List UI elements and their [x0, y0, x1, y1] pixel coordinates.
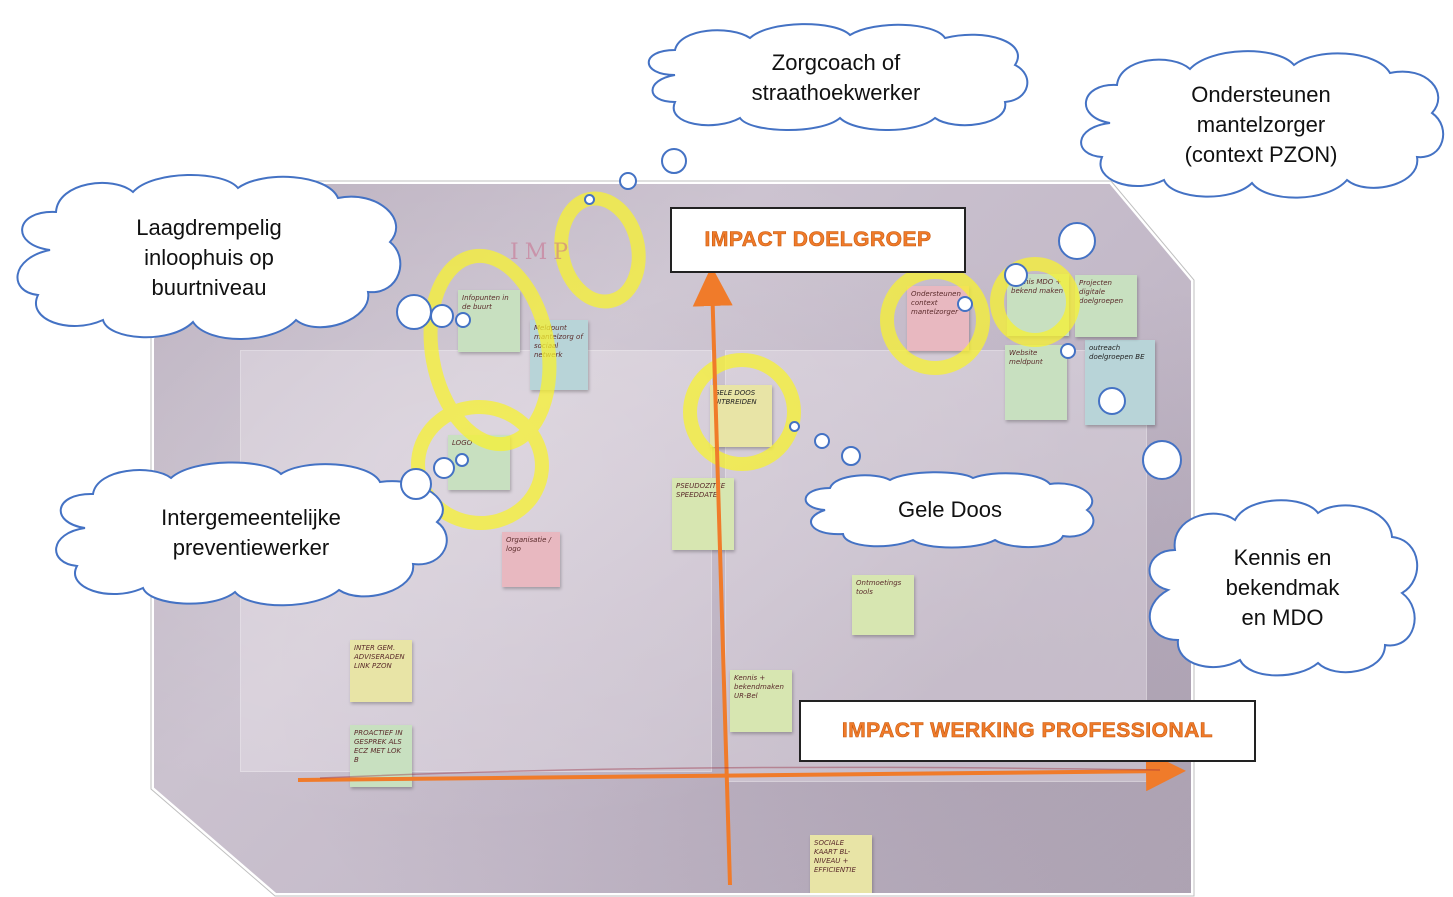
sticky-note: INTER GEM. ADVISERADEN LINK PZON [350, 640, 412, 702]
faint-handwriting: IMP [510, 240, 575, 265]
thought-bubble [396, 294, 432, 330]
sticky-note: PROACTIEF IN GESPREK ALS ECZ MET LOK B [350, 725, 412, 787]
thought-bubble [1004, 263, 1028, 287]
thought-bubble [400, 468, 432, 500]
thought-bubble [1058, 222, 1096, 260]
thought-bubble [814, 433, 830, 449]
thought-bubble [584, 194, 595, 205]
thought-bubble [1060, 343, 1076, 359]
thought-bubble [1098, 387, 1126, 415]
sticky-note: Projecten digitale doelgroepen [1075, 275, 1137, 337]
cloud-shape [55, 461, 448, 607]
cloud-text: Intergemeentelijke preventiewerker [161, 505, 341, 560]
thought-bubble [957, 296, 973, 312]
cloud-text: Zorgcoach of straathoekwerker [751, 49, 921, 105]
cloud-mantelzorger: Ondersteunen mantelzorger (context PZON) [1072, 45, 1450, 205]
sticky-note: Website meldpunt [1005, 345, 1067, 420]
sticky-note: Meldpunt mantelzorg of sociaal netwerk [530, 320, 588, 390]
cloud-shape [1148, 499, 1419, 677]
sticky-note: PSEUDOZITSE SPEEDDATE [672, 478, 734, 550]
thought-bubble [455, 453, 469, 467]
thought-bubble [430, 304, 454, 328]
thought-bubble [455, 312, 471, 328]
thought-bubble [789, 421, 800, 432]
cloud-text: Gele Doos [898, 497, 1002, 522]
cloud-shape [647, 23, 1029, 131]
cloud-text: Ondersteunen mantelzorger (context PZON) [1184, 82, 1338, 167]
cloud-shape [1080, 50, 1445, 199]
thought-bubble [1142, 440, 1182, 480]
thought-bubble [619, 172, 637, 190]
cloud-zorgcoach: Zorgcoach of straathoekwerker [635, 20, 1037, 135]
cloud-kennis: Kennis en bekendmak en MDO [1140, 495, 1425, 680]
sticky-note: Ontmoetings tools [852, 575, 914, 635]
cloud-inloophuis: Laagdrempelig inloophuis op buurtniveau [8, 170, 410, 345]
sticky-note: Kennis + bekendmaken UR-Bel [730, 670, 792, 732]
sticky-note: GELE DOOS UITBREIDEN [710, 385, 772, 447]
thought-bubble [841, 446, 861, 466]
cloud-text: Kennis en bekendmak en MDO [1225, 544, 1340, 630]
cloud-text: Laagdrempelig inloophuis op buurtniveau [136, 214, 282, 300]
sticky-note: Ondersteunen context mantelzorger [907, 286, 969, 351]
sticky-note: SOCIALE KAART BL-NIVEAU + EFFICIENTIE [810, 835, 872, 897]
vertical-axis-label: IMPACT DOELGROEP [670, 207, 966, 273]
thought-bubble [661, 148, 687, 174]
cloud-preventiewerker: Intergemeentelijke preventiewerker [45, 458, 457, 608]
thought-bubble [433, 457, 455, 479]
cloud-shape [804, 471, 1095, 549]
cloud-shape [16, 174, 402, 340]
horizontal-axis-label: IMPACT WERKING PROFESSIONAL [799, 700, 1256, 762]
cloud-geledoos: Gele Doos [795, 470, 1105, 550]
sticky-note: Organisatie / logo [502, 532, 560, 587]
